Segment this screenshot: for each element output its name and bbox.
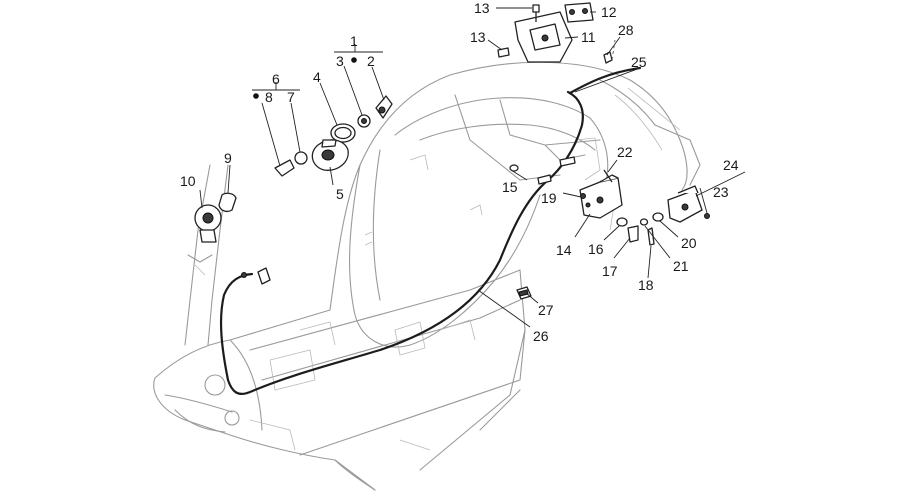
callout-4: 4 — [313, 69, 321, 85]
part-27-clip — [516, 286, 532, 300]
callout-28: 28 — [618, 22, 634, 38]
part-13-screw-left — [497, 47, 510, 58]
callout-18: 18 — [638, 277, 654, 293]
part-20-piston — [652, 212, 664, 222]
callout-27: 27 — [538, 302, 554, 318]
callout-6: 6 — [272, 71, 280, 87]
callout-21: 21 — [673, 258, 689, 274]
callout-7: 7 — [287, 89, 295, 105]
callout-25: 25 — [631, 54, 647, 70]
callout-5: 5 — [336, 186, 344, 202]
callout-13-left: 13 — [470, 29, 486, 45]
part-24-actuator — [667, 185, 703, 223]
part-9-cap — [218, 192, 237, 212]
cable-fitting-middle — [537, 156, 576, 185]
part-17-pin — [627, 225, 639, 243]
part-11-bracket — [514, 11, 573, 63]
callout-19: 19 — [541, 190, 557, 206]
callout-10: 10 — [180, 173, 196, 189]
part-16-ring — [616, 217, 628, 227]
callout-14: 14 — [556, 242, 572, 258]
part-14-latch-assembly — [579, 174, 623, 219]
group-bracket-6 — [252, 82, 300, 91]
callout-23: 23 — [713, 184, 729, 200]
part-4-ring — [330, 123, 356, 143]
part-2-key-lock — [375, 95, 393, 119]
callout-8: 8 — [265, 89, 273, 105]
part-8-latch — [274, 159, 295, 177]
callout-20: 20 — [681, 235, 697, 251]
part-10-ignition-switch — [194, 204, 222, 243]
cable-25 — [568, 66, 642, 95]
callout-17: 17 — [602, 263, 618, 279]
callout-22: 22 — [617, 144, 633, 160]
dot-marker-8 — [253, 93, 259, 99]
part-21-washer — [639, 218, 649, 226]
part-3-lock-cylinder — [357, 114, 371, 128]
part-12-latch-plate — [564, 2, 594, 23]
callout-3: 3 — [336, 53, 344, 69]
cable-fitting-front — [241, 267, 271, 285]
dot-marker-3 — [351, 57, 357, 63]
part-13-screw-top — [532, 4, 540, 22]
callout-9: 9 — [224, 150, 232, 166]
callout-16: 16 — [588, 241, 604, 257]
cable-26 — [219, 90, 584, 396]
scooter-frame — [153, 61, 701, 491]
part-15-grommet — [509, 164, 519, 172]
callout-13-top: 13 — [474, 0, 490, 16]
callout-2: 2 — [367, 53, 375, 69]
callout-12: 12 — [601, 4, 617, 20]
callout-26: 26 — [533, 328, 549, 344]
callout-1: 1 — [350, 33, 358, 49]
group-bracket-1 — [334, 44, 383, 53]
callout-labels: 1 2 3 4 5 6 7 8 9 10 11 12 13 13 14 15 1… — [180, 0, 739, 344]
callout-11: 11 — [581, 29, 596, 45]
leader-lines — [199, 7, 746, 328]
part-22-rod — [603, 169, 613, 183]
part-23-nut — [704, 213, 710, 219]
callout-15: 15 — [502, 179, 518, 195]
callout-24: 24 — [723, 157, 739, 173]
part-7-spring — [294, 151, 308, 165]
part-5-lock-housing — [311, 139, 349, 171]
part-19-bolt — [580, 193, 586, 199]
